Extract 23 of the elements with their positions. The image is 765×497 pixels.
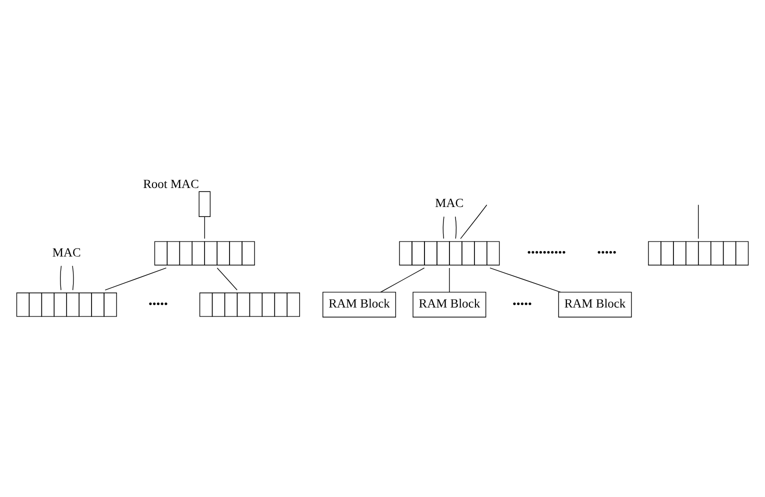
node-box: RAM Block xyxy=(322,292,396,318)
connector xyxy=(216,268,238,290)
node-text: MAC xyxy=(52,245,81,260)
connector xyxy=(72,266,74,290)
connector xyxy=(60,266,62,290)
node-text: MAC xyxy=(435,196,464,210)
label: ••••• xyxy=(148,298,168,310)
connector xyxy=(454,216,457,239)
connector xyxy=(204,216,205,239)
connector xyxy=(490,268,561,293)
connector xyxy=(698,204,699,240)
connector xyxy=(449,268,450,293)
node-label: Root MAC xyxy=(143,176,199,191)
node-box xyxy=(198,191,211,217)
connector xyxy=(442,216,444,239)
node-box: RAM Block xyxy=(412,292,486,318)
label: ••••• xyxy=(597,246,617,259)
connector xyxy=(460,204,488,239)
label: ••••• xyxy=(512,298,532,310)
label: •••••••••• xyxy=(527,246,566,259)
connector xyxy=(380,268,425,293)
node-box: RAM Block xyxy=(558,292,632,318)
connector xyxy=(104,268,167,290)
